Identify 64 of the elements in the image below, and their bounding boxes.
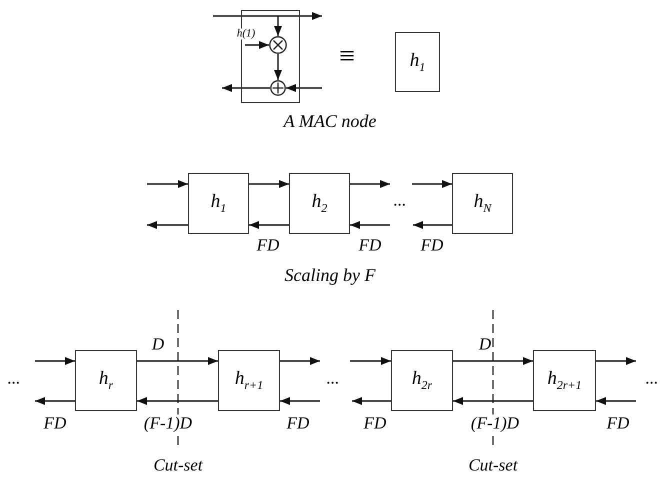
filter-tap-box — [75, 350, 137, 411]
filter-tap-box — [452, 173, 513, 234]
arrow — [352, 397, 391, 405]
arrow — [274, 16, 282, 36]
caption: A MAC node — [284, 112, 376, 130]
arrow — [147, 180, 188, 188]
arrow — [350, 180, 390, 188]
tap-label: h$_{N}$ — [474, 191, 492, 216]
arrow — [596, 357, 636, 365]
edge-label: FD — [256, 236, 280, 254]
edge-label: D — [478, 336, 492, 352]
edge-label: FD — [358, 236, 382, 254]
tap-label: h$_{2r+1}$ — [547, 368, 582, 393]
edge-label: FD — [420, 236, 444, 254]
edge-label: FD — [286, 414, 310, 432]
ellipsis: ... — [646, 370, 658, 386]
tap-label: h$_{r+1}$ — [234, 368, 264, 393]
tap-label: h$_{1}$ — [410, 50, 426, 74]
caption: Scaling by F — [284, 266, 376, 284]
caption: Cut-set — [153, 456, 203, 474]
edge-label: h(1) — [236, 28, 256, 40]
arrow — [249, 221, 289, 229]
filter-tap-box — [289, 173, 350, 234]
edge-label: FD — [362, 414, 388, 432]
filter-tap-box — [188, 173, 249, 234]
arrow — [453, 357, 533, 365]
ellipsis: ... — [394, 192, 406, 208]
edge-label: FD — [42, 414, 68, 432]
equivalence-symbol: ≡ — [339, 43, 355, 71]
arrow — [249, 180, 289, 188]
arrow — [350, 221, 390, 229]
arrow — [137, 397, 218, 405]
edge-label: FD — [606, 414, 630, 432]
ellipsis: ... — [326, 370, 340, 386]
filter-tap-box — [218, 350, 280, 411]
arrow — [350, 357, 391, 365]
arrow — [280, 397, 320, 405]
arrow — [245, 41, 269, 49]
arrow — [222, 84, 270, 92]
tap-label: h$_{r}$ — [98, 368, 114, 393]
arrow — [453, 397, 533, 405]
edge-label: (F-1)D — [142, 414, 194, 432]
arrow — [286, 84, 322, 92]
edge-label: (F-1)D — [470, 414, 520, 432]
arrow — [35, 357, 75, 365]
tap-label: h$_{2r}$ — [412, 368, 432, 393]
tap-label: h$_{2}$ — [312, 191, 328, 216]
arrow — [274, 54, 282, 80]
arrow — [147, 221, 188, 229]
arrow — [412, 180, 452, 188]
arrow — [413, 221, 452, 229]
caption: Cut-set — [468, 456, 518, 474]
multiplier-symbol — [268, 36, 286, 54]
filter-tap-box — [391, 350, 453, 411]
edge-label: D — [150, 336, 166, 352]
tap-label: h$_{1}$ — [210, 191, 226, 216]
filter-tap-box — [533, 350, 596, 411]
filter-tap-box — [395, 32, 440, 92]
arrow — [35, 397, 75, 405]
arrow — [280, 357, 320, 365]
arrow — [596, 397, 636, 405]
adder-symbol — [270, 80, 286, 96]
arrow — [137, 357, 218, 365]
ellipsis: ... — [8, 370, 20, 386]
